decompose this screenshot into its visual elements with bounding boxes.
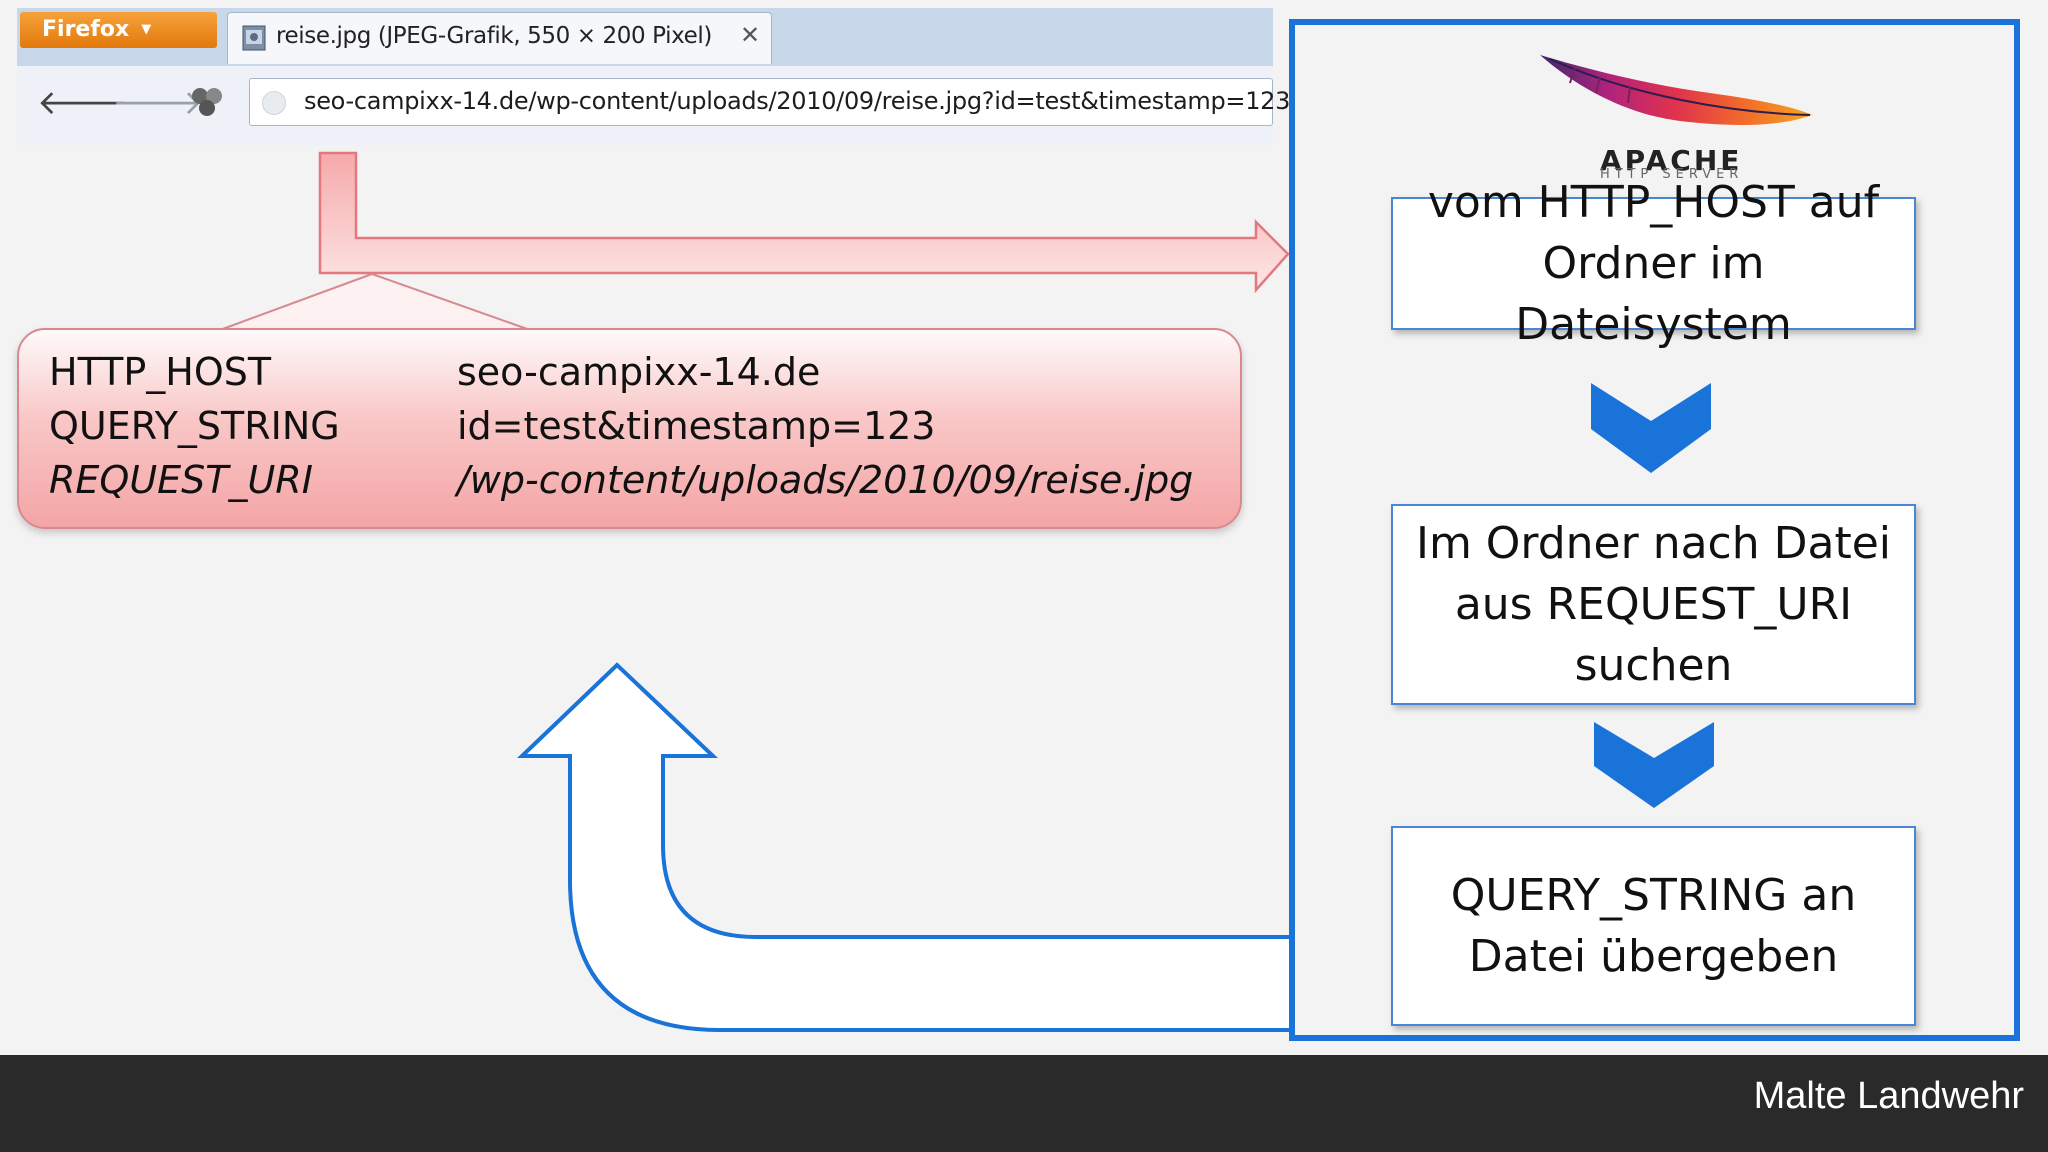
variable-name: QUERY_STRING [49, 404, 340, 448]
globe-icon [262, 91, 286, 115]
address-bar[interactable]: seo-campixx-14.de/wp-content/uploads/201… [249, 78, 1290, 126]
callout-pointer [219, 272, 531, 331]
tab-strip: Firefox ▼ reise.jpg (JPEG-Grafik, 550 × 2… [17, 8, 1273, 66]
step-find-file: Im Ordner nach Datei aus REQUEST_URI suc… [1391, 504, 1916, 705]
response-arrow [517, 662, 1294, 1032]
dropdown-caret-icon: ▼ [141, 22, 152, 37]
step-pass-query-string: QUERY_STRING an Datei übergeben [1391, 826, 1916, 1026]
extension-icon[interactable] [187, 82, 227, 122]
server-variables-callout: HTTP_HOST seo-campixx-14.de QUERY_STRING… [17, 328, 1242, 529]
apache-logo-wordmark: APACHE [1600, 144, 1743, 177]
step-map-host-to-folder: vom HTTP_HOST auf Ordner im Dateisystem [1391, 177, 1916, 350]
variable-value: /wp-content/uploads/2010/09/reise.jpg [457, 458, 1194, 502]
variable-name: REQUEST_URI [49, 458, 313, 502]
step-label: vom HTTP_HOST auf Ordner im Dateisystem [1427, 177, 1880, 350]
forward-arrow-icon[interactable]: 🡒 [112, 83, 204, 123]
browser-window: Firefox ▼ reise.jpg (JPEG-Grafik, 550 × 2… [17, 8, 1290, 145]
firefox-menu-label: Firefox [42, 17, 130, 42]
variable-name: HTTP_HOST [49, 350, 272, 394]
request-arrow [318, 151, 1290, 294]
footer-bar: Malte Landwehr [0, 1055, 2048, 1152]
tab-title: reise.jpg (JPEG-Grafik, 550 × 200 Pixel) [276, 23, 712, 49]
apache-logo-subtitle: HTTP SERVER [1600, 167, 1744, 182]
author-name: Malte Landwehr [1753, 1075, 2024, 1117]
step-label: QUERY_STRING an Datei übergeben [1450, 870, 1857, 982]
navigation-bar: 🡐 🡒 seo-campixx-14.de/wp-content/uploads… [17, 66, 1290, 145]
variable-value: id=test&timestamp=123 [457, 404, 936, 448]
chevron-down-icon [1594, 722, 1714, 808]
firefox-menu-button[interactable]: Firefox ▼ [20, 12, 217, 48]
variable-value: seo-campixx-14.de [457, 350, 821, 394]
browser-tab[interactable]: reise.jpg (JPEG-Grafik, 550 × 200 Pixel)… [227, 12, 772, 64]
chevron-down-icon [1591, 383, 1711, 473]
step-label: Im Ordner nach Datei aus REQUEST_URI suc… [1415, 518, 1892, 691]
url-text: seo-campixx-14.de/wp-content/uploads/201… [304, 87, 1291, 115]
image-favicon-icon [242, 25, 266, 51]
close-tab-icon[interactable]: ✕ [740, 21, 761, 49]
back-arrow-icon[interactable]: 🡐 [37, 83, 129, 123]
apache-feather-logo [1540, 55, 1812, 125]
